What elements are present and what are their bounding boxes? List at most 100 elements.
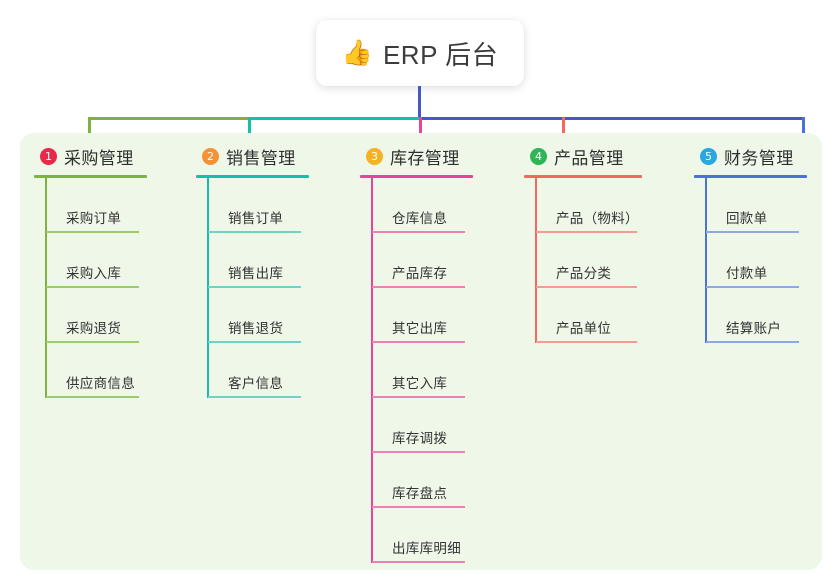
column-header-3[interactable]: 3 库存管理 — [360, 143, 473, 169]
list-item-rule — [536, 286, 637, 288]
list-item-label: 供应商信息 — [66, 376, 135, 392]
list-item-rule — [46, 396, 139, 398]
list-item-label: 仓库信息 — [392, 211, 448, 227]
thumbs-up-icon: 👍 — [341, 38, 373, 67]
list-item-rule — [372, 341, 465, 343]
list-item-rule — [372, 396, 465, 398]
list-item-label: 采购订单 — [66, 211, 122, 227]
column-spine-3 — [371, 178, 373, 563]
list-item[interactable]: 采购订单 — [46, 178, 139, 233]
list-item[interactable]: 销售订单 — [208, 178, 301, 233]
column-badge-3: 3 — [366, 147, 383, 165]
list-item-label: 采购退货 — [66, 321, 122, 337]
column-badge-2: 2 — [202, 147, 219, 165]
list-item-label: 产品库存 — [392, 266, 448, 282]
list-item-rule — [208, 231, 301, 233]
list-item-rule — [372, 561, 465, 563]
column-header-rule-1 — [34, 175, 147, 178]
list-item-rule — [46, 286, 139, 288]
list-item[interactable]: 库存盘点 — [372, 453, 465, 508]
column-spine-4 — [535, 178, 537, 343]
column-5: 5 财务管理回款单付款单结算账户 — [694, 143, 807, 343]
list-item-label: 付款单 — [726, 266, 768, 282]
column-2: 2 销售管理销售订单销售出库销售退货客户信息 — [196, 143, 309, 398]
connector-drop-5 — [802, 117, 805, 147]
list-item-label: 销售退货 — [228, 321, 284, 337]
list-item[interactable]: 付款单 — [706, 233, 799, 288]
list-item[interactable]: 销售出库 — [208, 233, 301, 288]
connector-drop-2 — [248, 117, 251, 147]
column-spine-2 — [207, 178, 209, 398]
list-item-label: 库存盘点 — [392, 486, 448, 502]
list-item[interactable]: 结算账户 — [706, 288, 799, 343]
list-item[interactable]: 出库库明细 — [372, 508, 465, 563]
column-title-2: 销售管理 — [226, 148, 296, 168]
column-3: 3 库存管理仓库信息产品库存其它出库其它入库库存调拨库存盘点出库库明细 — [360, 143, 473, 563]
column-spine-1 — [45, 178, 47, 398]
list-item[interactable]: 库存调拨 — [372, 398, 465, 453]
list-item[interactable]: 产品（物料） — [536, 178, 639, 233]
column-header-5[interactable]: 5 财务管理 — [694, 143, 807, 169]
list-item[interactable]: 产品单位 — [536, 288, 637, 343]
list-item-label: 其它出库 — [392, 321, 448, 337]
list-item-rule — [536, 231, 637, 233]
list-item-rule — [706, 341, 799, 343]
list-item-rule — [372, 506, 465, 508]
column-header-rule-2 — [196, 175, 309, 178]
list-item-rule — [372, 451, 465, 453]
list-item-rule — [208, 396, 301, 398]
column-header-2[interactable]: 2 销售管理 — [196, 143, 309, 169]
list-item-label: 客户信息 — [228, 376, 284, 392]
column-header-rule-3 — [360, 175, 473, 178]
list-item[interactable]: 采购入库 — [46, 233, 139, 288]
column-items-1: 采购订单采购入库采购退货供应商信息 — [34, 178, 139, 398]
list-item[interactable]: 供应商信息 — [46, 343, 139, 398]
list-item-label: 产品分类 — [556, 266, 612, 282]
connector-bar-segment-2 — [248, 117, 419, 120]
list-item-label: 出库库明细 — [392, 541, 461, 557]
list-item[interactable]: 回款单 — [706, 178, 799, 233]
list-item-label: 销售订单 — [228, 211, 284, 227]
column-title-3: 库存管理 — [390, 148, 460, 168]
list-item-rule — [706, 231, 799, 233]
column-items-3: 仓库信息产品库存其它出库其它入库库存调拨库存盘点出库库明细 — [360, 178, 465, 563]
list-item-label: 回款单 — [726, 211, 768, 227]
list-item-rule — [208, 286, 301, 288]
list-item-label: 产品单位 — [556, 321, 612, 337]
column-title-5: 财务管理 — [724, 148, 794, 168]
column-title-4: 产品管理 — [554, 148, 624, 168]
connector-drop-3 — [419, 117, 422, 147]
diagram-panel — [20, 133, 822, 570]
list-item[interactable]: 客户信息 — [208, 343, 301, 398]
column-items-4: 产品（物料） 产品分类产品单位 — [524, 178, 639, 343]
root-title-card: 👍 ERP 后台 — [316, 20, 524, 86]
list-item-label: 采购入库 — [66, 266, 122, 282]
list-item[interactable]: 采购退货 — [46, 288, 139, 343]
column-items-2: 销售订单销售出库销售退货客户信息 — [196, 178, 301, 398]
column-header-rule-4 — [524, 175, 642, 178]
list-item-rule — [46, 231, 139, 233]
list-item-rule — [372, 231, 465, 233]
list-item[interactable]: 仓库信息 — [372, 178, 465, 233]
list-item-rule — [46, 341, 139, 343]
connector-drop-4 — [562, 117, 565, 147]
list-item-rule — [536, 341, 637, 343]
list-item[interactable]: 其它出库 — [372, 288, 465, 343]
list-item[interactable]: 产品分类 — [536, 233, 637, 288]
connector-bar-segment-1 — [88, 117, 248, 120]
connector-bar-segment-3 — [419, 117, 805, 120]
list-item[interactable]: 其它入库 — [372, 343, 465, 398]
page-title: ERP 后台 — [382, 39, 499, 70]
list-item-label: 库存调拨 — [392, 431, 448, 447]
list-item[interactable]: 销售退货 — [208, 288, 301, 343]
column-badge-5: 5 — [700, 147, 717, 165]
column-items-5: 回款单付款单结算账户 — [694, 178, 799, 343]
list-item-label: 其它入库 — [392, 376, 448, 392]
column-badge-1: 1 — [40, 147, 57, 165]
list-item[interactable]: 产品库存 — [372, 233, 465, 288]
connector-trunk — [418, 86, 421, 120]
